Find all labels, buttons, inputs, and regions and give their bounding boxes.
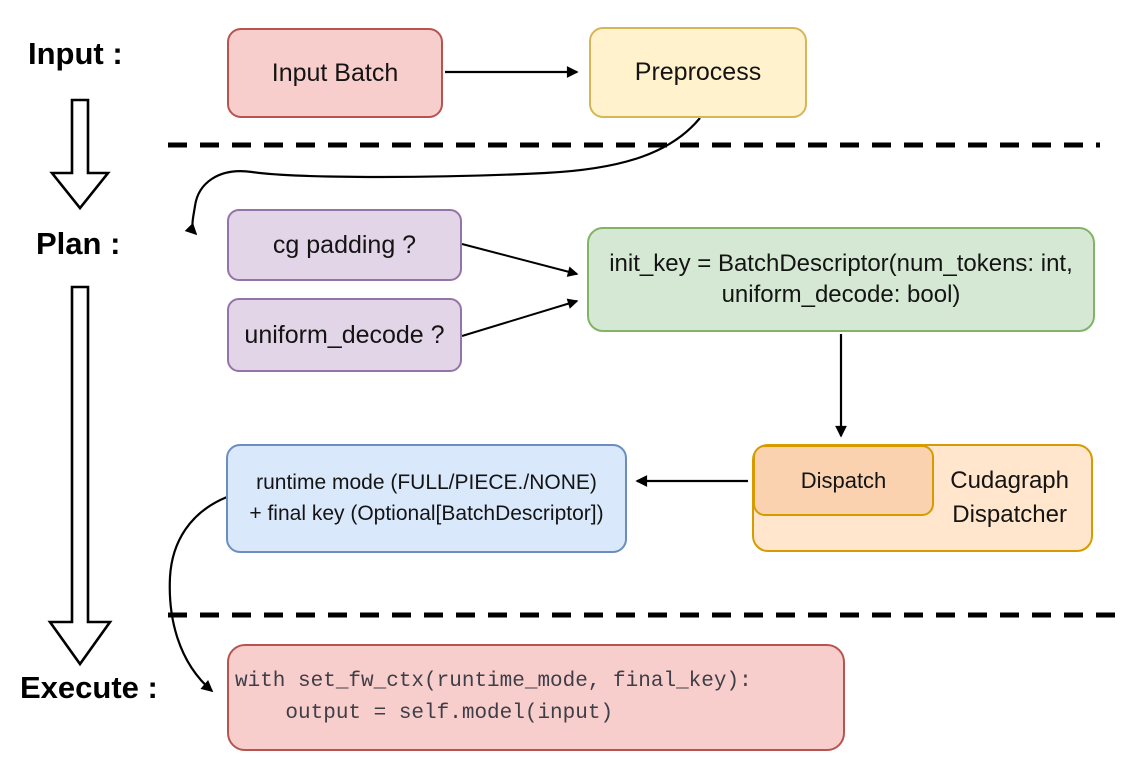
- node-execute-code: with set_fw_ctx(runtime_mode, final_key)…: [227, 644, 845, 751]
- node-dispatch: Dispatch: [753, 445, 934, 516]
- node-input-batch: Input Batch: [227, 28, 443, 118]
- stage-label-execute: Execute :: [20, 670, 158, 705]
- stage-arrow-input-to-plan-icon: [49, 98, 111, 211]
- edge-runtimemode-to-executecode: [168, 495, 228, 693]
- stage-label-plan: Plan :: [36, 226, 121, 261]
- node-cg-padding: cg padding ?: [227, 209, 462, 281]
- node-runtime-mode: runtime mode (FULL/PIECE./NONE) + final …: [226, 444, 627, 553]
- edge-uniformdecode-to-initkey: [461, 298, 579, 337]
- node-preprocess: Preprocess: [589, 27, 807, 118]
- stage-arrow-plan-to-execute-icon: [47, 285, 113, 667]
- stage-label-input: Input :: [28, 36, 123, 71]
- node-init-key: init_key = BatchDescriptor(num_tokens: i…: [587, 227, 1095, 332]
- node-uniform-decode: uniform_decode ?: [227, 298, 462, 372]
- edge-preprocess-to-cgpadding: [184, 117, 701, 236]
- edge-cgpadding-to-initkey: [461, 243, 579, 277]
